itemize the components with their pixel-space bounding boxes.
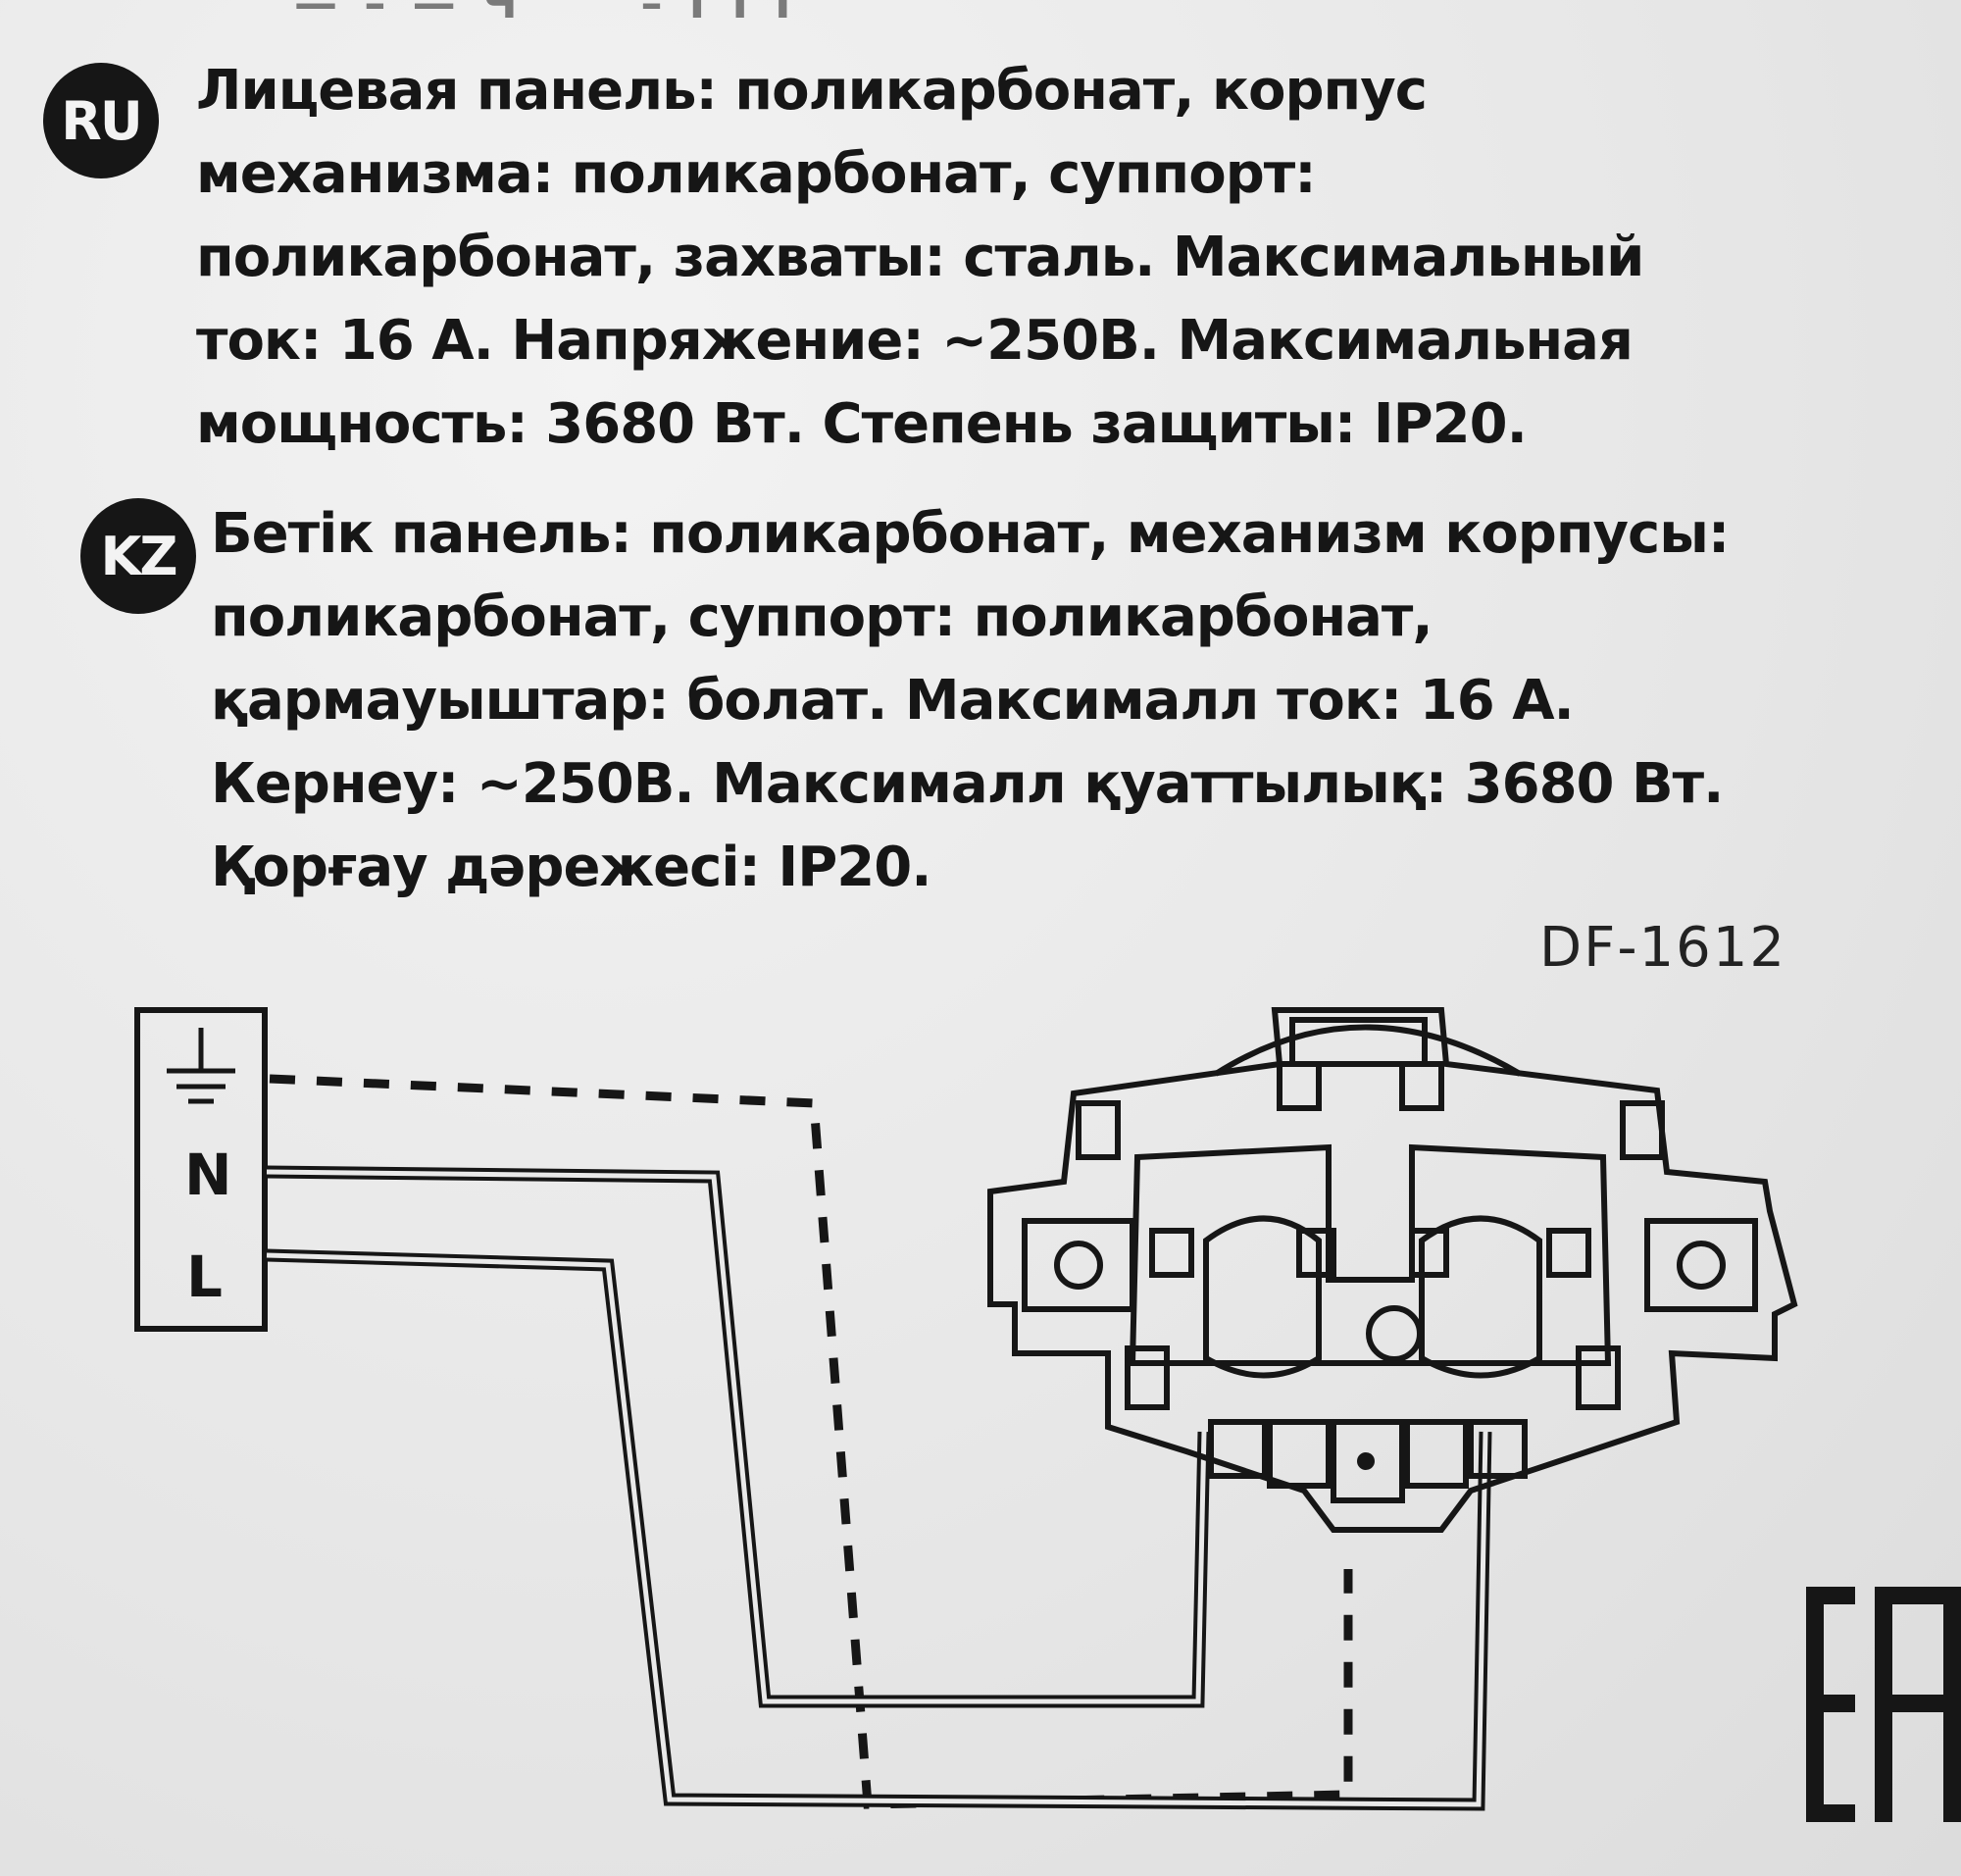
kz-line-4: Кернеу: ~250В. Максималл қуаттылық: 3680… <box>211 752 1724 816</box>
ru-line-4: ток: 16 А. Напряжение: ~250В. Максимальн… <box>196 309 1634 373</box>
kz-language-badge: KZ <box>80 498 196 614</box>
terminal-block: N L <box>134 1007 268 1332</box>
kz-line-3: қармауыштар: болат. Максималл ток: 16 А. <box>211 669 1575 733</box>
cut-off-header-text: — – — Ч _ _ – I I I <box>0 0 1961 22</box>
ru-language-badge: RU <box>43 63 159 178</box>
live-wire <box>266 1248 1492 1811</box>
live-terminal-label: L <box>186 1243 223 1310</box>
kz-line-5: Қорғау дәрежесі: IP20. <box>211 836 932 899</box>
header-fragment: — – — Ч _ _ – I I I <box>294 0 797 22</box>
eac-mark <box>1806 1587 1961 1822</box>
ru-spec-text: Лицевая панель: поликарбонат, корпус мех… <box>196 49 1644 466</box>
socket-mechanism <box>987 1007 1798 1533</box>
ground-icon <box>167 1028 235 1104</box>
model-code: DF-1612 <box>1539 916 1787 980</box>
neutral-terminal-label: N <box>184 1141 232 1208</box>
kz-spec-text: Бетік панель: поликарбонат, механизм кор… <box>211 492 1730 909</box>
ru-line-1: Лицевая панель: поликарбонат, корпус <box>196 59 1428 123</box>
neutral-wire-inner <box>266 1169 1207 1704</box>
ru-line-2: механизма: поликарбонат, суппорт: <box>196 142 1317 206</box>
kz-line-1: Бетік панель: поликарбонат, механизм кор… <box>211 502 1730 566</box>
ru-line-5: мощность: 3680 Вт. Степень защиты: IP20. <box>196 392 1528 456</box>
live-wire-inner <box>266 1252 1488 1807</box>
ru-line-3: поликарбонат, захваты: сталь. Максимальн… <box>196 226 1644 289</box>
kz-line-2: поликарбонат, суппорт: поликарбонат, <box>211 585 1433 649</box>
